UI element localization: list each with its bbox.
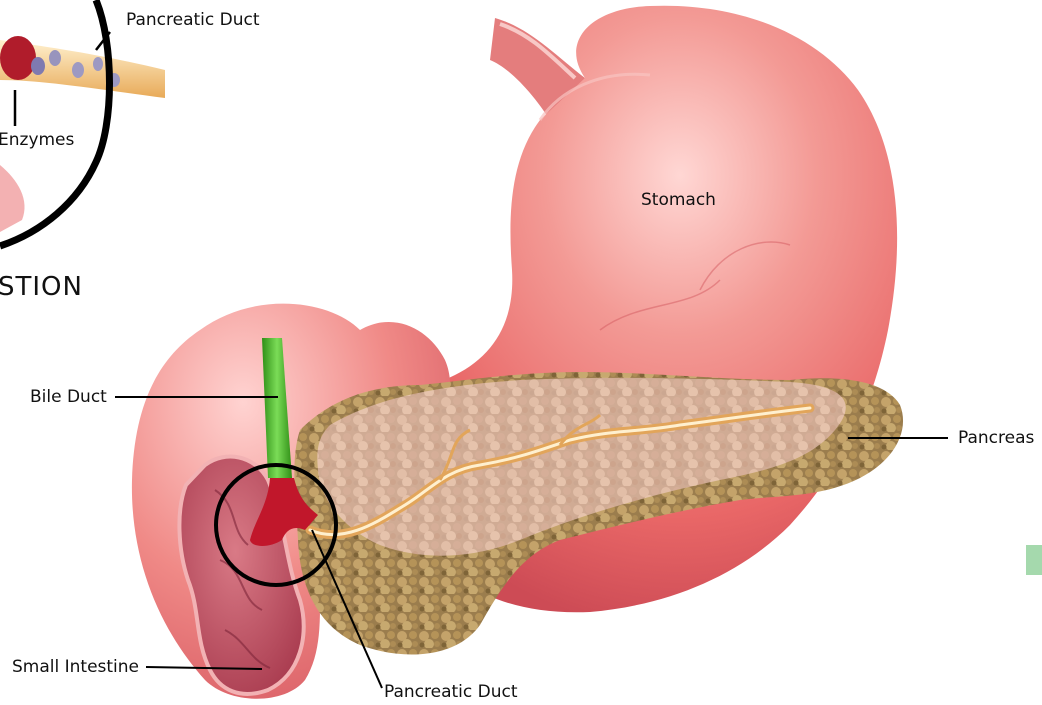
pancreatic-duct-label: Pancreatic Duct — [384, 684, 518, 701]
small-intestine-label: Small Intestine — [12, 659, 139, 676]
pancreas-label: Pancreas — [958, 430, 1034, 447]
inset-pancreatic-duct-label: Pancreatic Duct — [126, 12, 260, 29]
stomach-label: Stomach — [641, 192, 716, 209]
inset-blood-vessel-icon — [0, 36, 36, 80]
inset-detail — [0, 0, 165, 246]
bile-duct-label: Bile Duct — [30, 389, 107, 406]
inset-heading-fragment: STION — [0, 274, 83, 300]
inset-enzymes-label: Enzymes — [0, 132, 74, 149]
